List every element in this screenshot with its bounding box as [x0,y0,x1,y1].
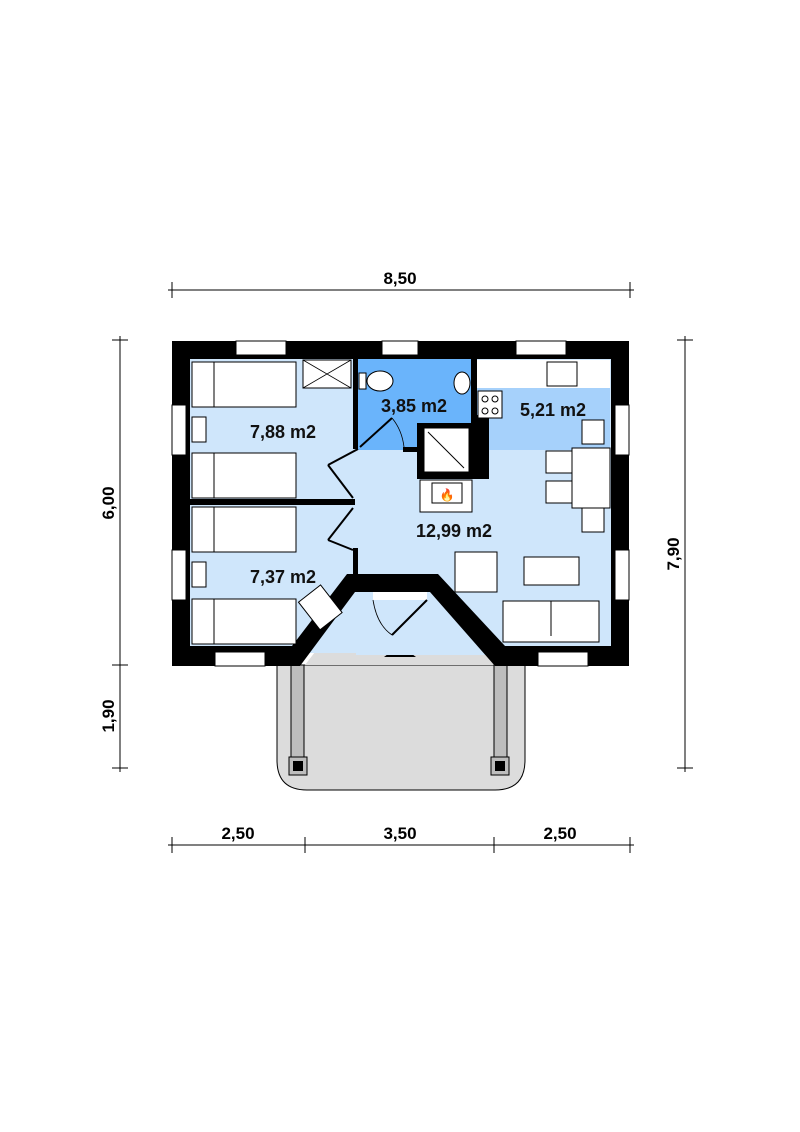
bathroom-wall-right [471,359,477,479]
windows [171,340,630,667]
dimension-segment-1: 2,50 [221,824,254,843]
window-top-3 [515,340,567,356]
washbasin [453,371,471,395]
window-left-1 [171,404,187,456]
window-left-2 [171,549,187,601]
dimension-porch-depth: 1,90 [99,699,118,732]
fireplace-inner [431,482,463,504]
nightstand [191,561,207,588]
pillow [191,361,215,408]
kitchen-sink [546,361,578,387]
bedroom-1-door[interactable] [327,448,359,466]
dimension-segment-2: 3,50 [383,824,416,843]
window-right-1 [614,404,630,456]
fire-icon: 🔥 [440,488,455,502]
porch-column-left-core [293,761,303,771]
furniture: 🔥 [191,359,611,645]
toilet [366,370,394,392]
bedroom-2-door[interactable] [327,507,354,541]
chair [581,507,605,533]
window-right-2 [614,549,630,601]
chair [545,480,573,504]
window-bottom-2 [537,651,589,667]
burner [481,395,489,403]
dimension-left: 6,00 1,90 [99,336,128,772]
wardrobe [297,584,343,631]
kitchen-counter [477,360,610,388]
chimney-column [477,415,489,479]
dimension-right: 7,90 [664,336,693,772]
area-label-bedroom-2: 7,37 m2 [250,567,316,587]
area-label-kitchen: 5,21 m2 [520,400,586,420]
shower-drain-line [427,431,465,469]
pillow [191,598,215,645]
armchair [454,551,498,593]
entrance-door-opening[interactable] [373,592,427,600]
porch-beam-right [493,664,508,766]
area-label-living-room: 12,99 m2 [416,521,492,541]
burner [481,407,489,415]
porch-beam-left [290,664,305,766]
chair [581,419,605,445]
window-bottom-1 [214,651,266,667]
porch [276,664,526,791]
dimension-total-depth: 7,90 [664,537,683,570]
window-top-1 [235,340,287,356]
pillow [191,452,215,499]
burner [491,395,499,403]
dimension-top: 8,50 [168,269,634,298]
bedroom-1-door-leaf[interactable] [327,464,354,499]
area-label-bedroom-1: 7,88 m2 [250,422,316,442]
bedroom-divider-wall [190,499,355,505]
area-label-bathroom: 3,85 m2 [381,396,447,416]
dimension-segment-3: 2,50 [543,824,576,843]
dining-table [571,447,611,509]
dimension-house-depth: 6,00 [99,486,118,519]
pillow [191,506,215,553]
toilet-tank [358,372,367,390]
interior-wall-bedrooms [353,359,358,449]
bathroom-door[interactable] [359,417,393,448]
burner [491,407,499,415]
coffee-table [523,556,580,586]
wardrobe-cross [302,359,352,389]
entrance-door[interactable] [391,599,428,636]
interior-wall-bedrooms-lower [353,548,358,578]
bathroom-door-swing [391,417,405,448]
stove [477,390,503,419]
window-top-2 [381,340,419,356]
entrance-door-swing [372,599,393,636]
dimension-total-width: 8,50 [383,269,416,288]
chair [545,450,573,474]
bedroom-2-door-leaf[interactable] [327,539,354,551]
nightstand [191,416,207,443]
porch-column-right-core [495,761,505,771]
dimension-bottom: 2,50 3,50 2,50 [168,824,634,853]
